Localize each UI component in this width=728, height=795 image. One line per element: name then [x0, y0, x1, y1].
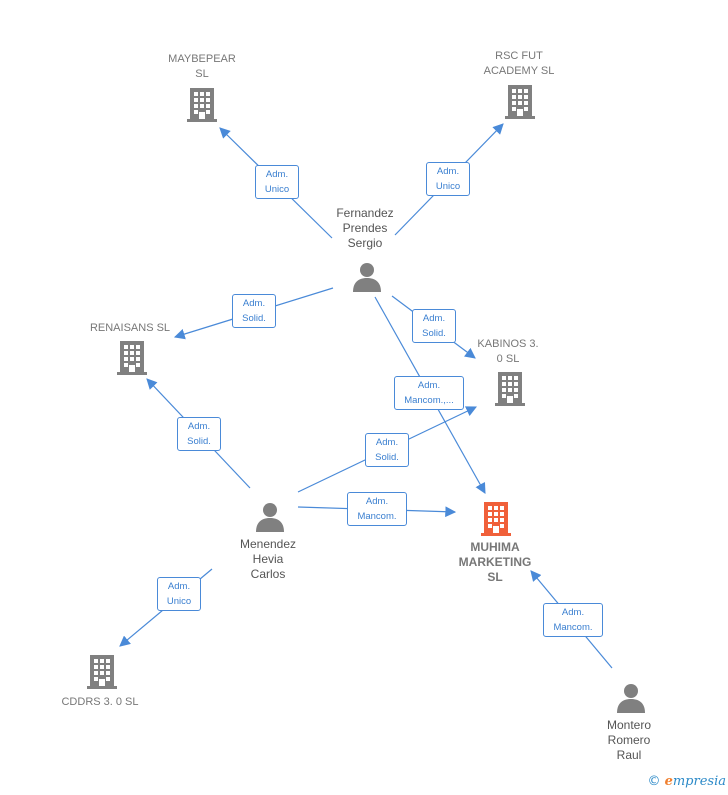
fernandez-label[interactable]: Fernandez Prendes Sergio	[336, 206, 394, 250]
brand-name: mpresia	[672, 774, 726, 789]
empresia-brand[interactable]: © empresia	[647, 774, 726, 789]
rsc-label[interactable]: RSC FUT ACADEMY SL	[483, 50, 555, 77]
menendez-label[interactable]: Menendez Hevia Carlos	[239, 537, 297, 581]
kabinos-label[interactable]: KABINOS 3. 0 SL	[477, 338, 539, 365]
edge-label-adm-unico[interactable]: Adm. Unico	[157, 577, 201, 611]
edge-label-adm-solid[interactable]: Adm. Solid.	[365, 433, 409, 467]
copyright-symbol: ©	[647, 774, 661, 789]
brand-e-letter: e	[664, 774, 673, 789]
edge-label-adm-unico[interactable]: Adm. Unico	[255, 165, 299, 199]
edge-label-adm-mancom[interactable]: Adm. Mancom.	[543, 603, 603, 637]
muhima-label[interactable]: MUHIMA MARKETING SL	[458, 540, 532, 584]
edge-label-adm-solid[interactable]: Adm. Solid.	[177, 417, 221, 451]
renaisans-label[interactable]: RENAISANS SL	[89, 322, 171, 334]
rsc-building-icon[interactable]	[505, 85, 535, 119]
cddrs-building-icon[interactable]	[87, 655, 117, 689]
montero-label[interactable]: Montero Romero Raul	[606, 718, 652, 762]
montero-person-icon[interactable]	[617, 684, 645, 713]
edge-label-adm-mancom-more[interactable]: Adm. Mancom.,...	[394, 376, 464, 410]
edge-label-adm-mancom[interactable]: Adm. Mancom.	[347, 492, 407, 526]
edge-label-adm-solid[interactable]: Adm. Solid.	[412, 309, 456, 343]
renaisans-building-icon[interactable]	[117, 341, 147, 375]
fernandez-person-icon[interactable]	[353, 263, 381, 292]
edge-label-adm-unico[interactable]: Adm. Unico	[426, 162, 470, 196]
maybepear-label[interactable]: MAYBEPEAR SL	[168, 53, 236, 80]
cddrs-label[interactable]: CDDRS 3. 0 SL	[61, 696, 139, 708]
menendez-person-icon[interactable]	[256, 503, 284, 532]
maybepear-building-icon[interactable]	[187, 88, 217, 122]
muhima-building-icon[interactable]	[481, 502, 511, 536]
edge-label-adm-solid[interactable]: Adm. Solid.	[232, 294, 276, 328]
kabinos-building-icon[interactable]	[495, 372, 525, 406]
